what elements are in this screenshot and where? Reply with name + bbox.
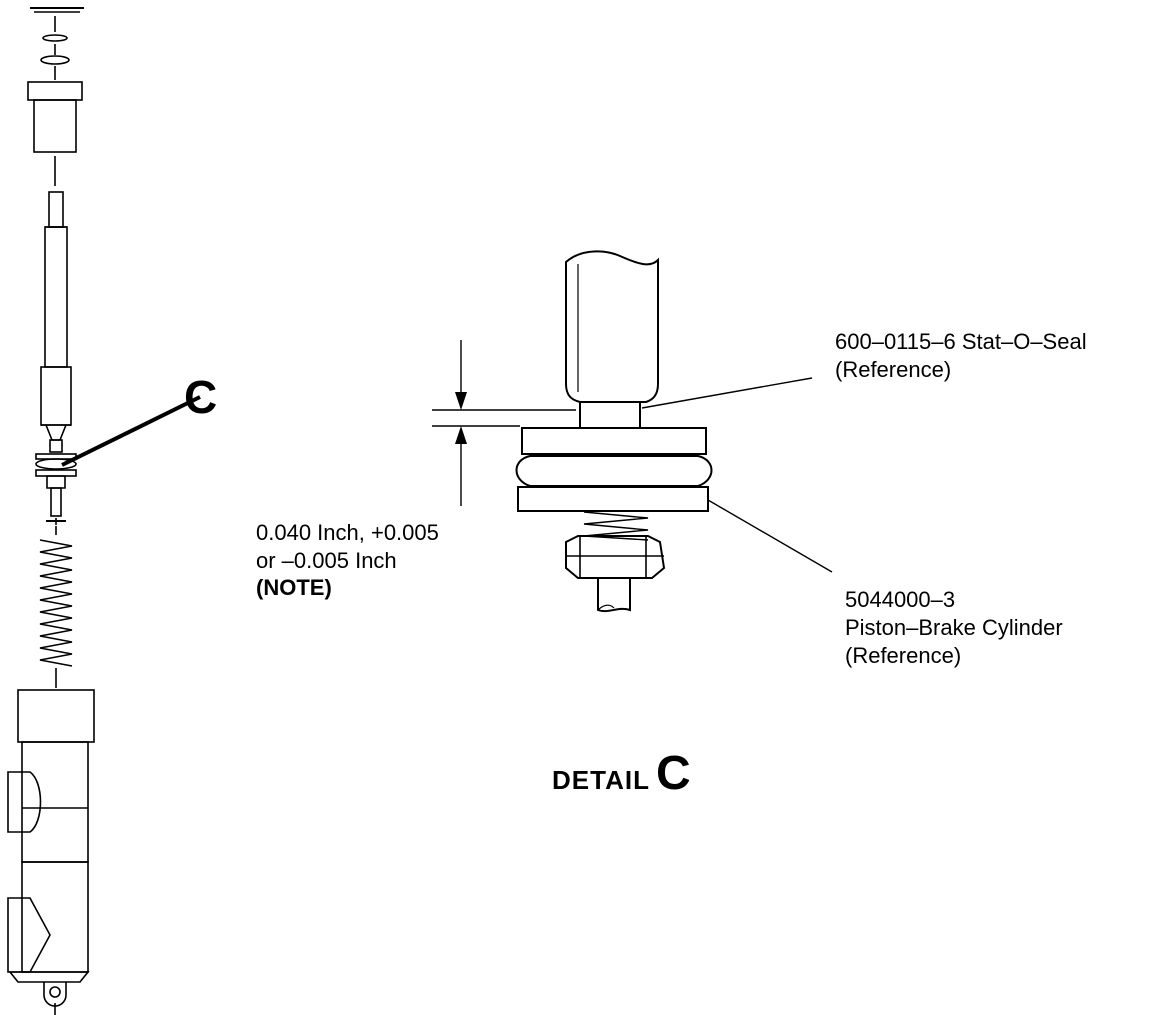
detail-title-letter: C (655, 747, 691, 800)
exploded-assembly (7, 7, 95, 1015)
spring (39, 539, 73, 667)
detail-c-drawing (515, 250, 713, 613)
callout-letter: C (184, 371, 218, 423)
clearance-line2: or –0.005 Inch (256, 548, 397, 573)
clearance-note: (NOTE) (256, 575, 332, 600)
piston-leader (707, 499, 833, 573)
stat-o-seal-ref: (Reference) (835, 357, 952, 382)
piston-name: Piston–Brake Cylinder (845, 615, 1063, 640)
piston-ref: (Reference) (845, 643, 962, 668)
clearance-dimension (432, 340, 576, 506)
detail-title-word: DETAIL (552, 765, 650, 795)
callout-leader (61, 395, 201, 467)
piston-part: 5044000–3 (845, 587, 956, 612)
clearance-line1: 0.040 Inch, +0.005 (256, 520, 439, 545)
stat-o-seal-part: 600–0115–6 Stat–O–Seal (835, 329, 1087, 354)
stat-o-seal-leader (641, 377, 813, 409)
